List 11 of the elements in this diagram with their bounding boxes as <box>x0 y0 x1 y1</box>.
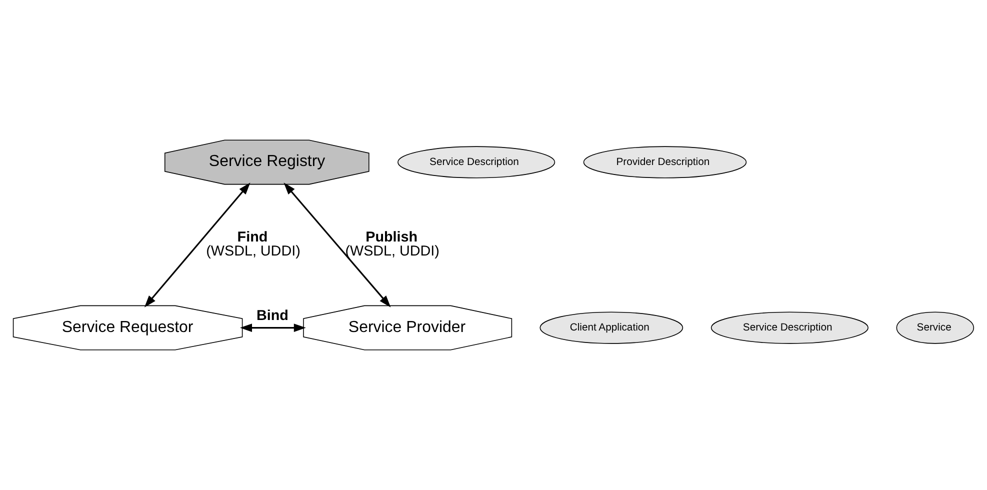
node-ellipse: Service Description <box>710 312 868 344</box>
edge-label: Publish (WSDL, UDDI) <box>345 229 440 260</box>
edge-label: Bind <box>256 308 288 324</box>
arrow <box>144 182 250 308</box>
node-ellipse: Provider Description <box>583 146 747 178</box>
node-ellipse: Service Description <box>398 146 556 178</box>
arrow <box>240 324 306 332</box>
node-ellipse: Service <box>896 312 974 344</box>
arrow <box>284 182 391 308</box>
edge-label: Find (WSDL, UDDI) <box>206 229 300 260</box>
node-ellipse: Client Application <box>540 312 684 344</box>
